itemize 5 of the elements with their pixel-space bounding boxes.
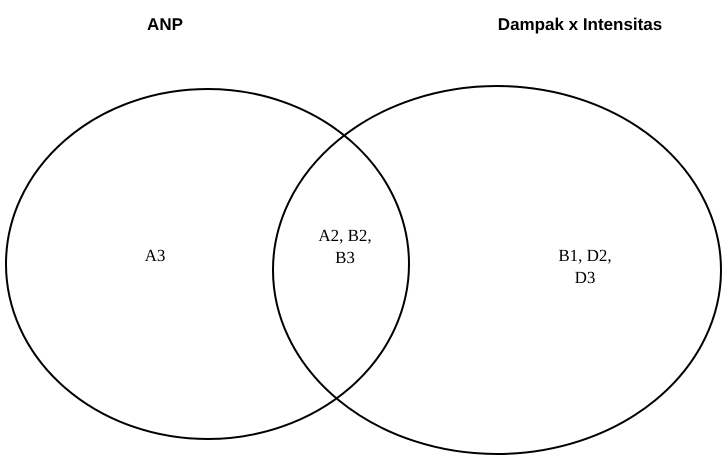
set-items: A3 bbox=[144, 245, 166, 267]
set-heading: Dampak x Intensitas bbox=[498, 15, 662, 35]
intersection-items: A2, B2, B3 bbox=[317, 225, 373, 269]
set-heading: ANP bbox=[147, 15, 183, 35]
set-items: B1, D2, D3 bbox=[557, 245, 613, 289]
